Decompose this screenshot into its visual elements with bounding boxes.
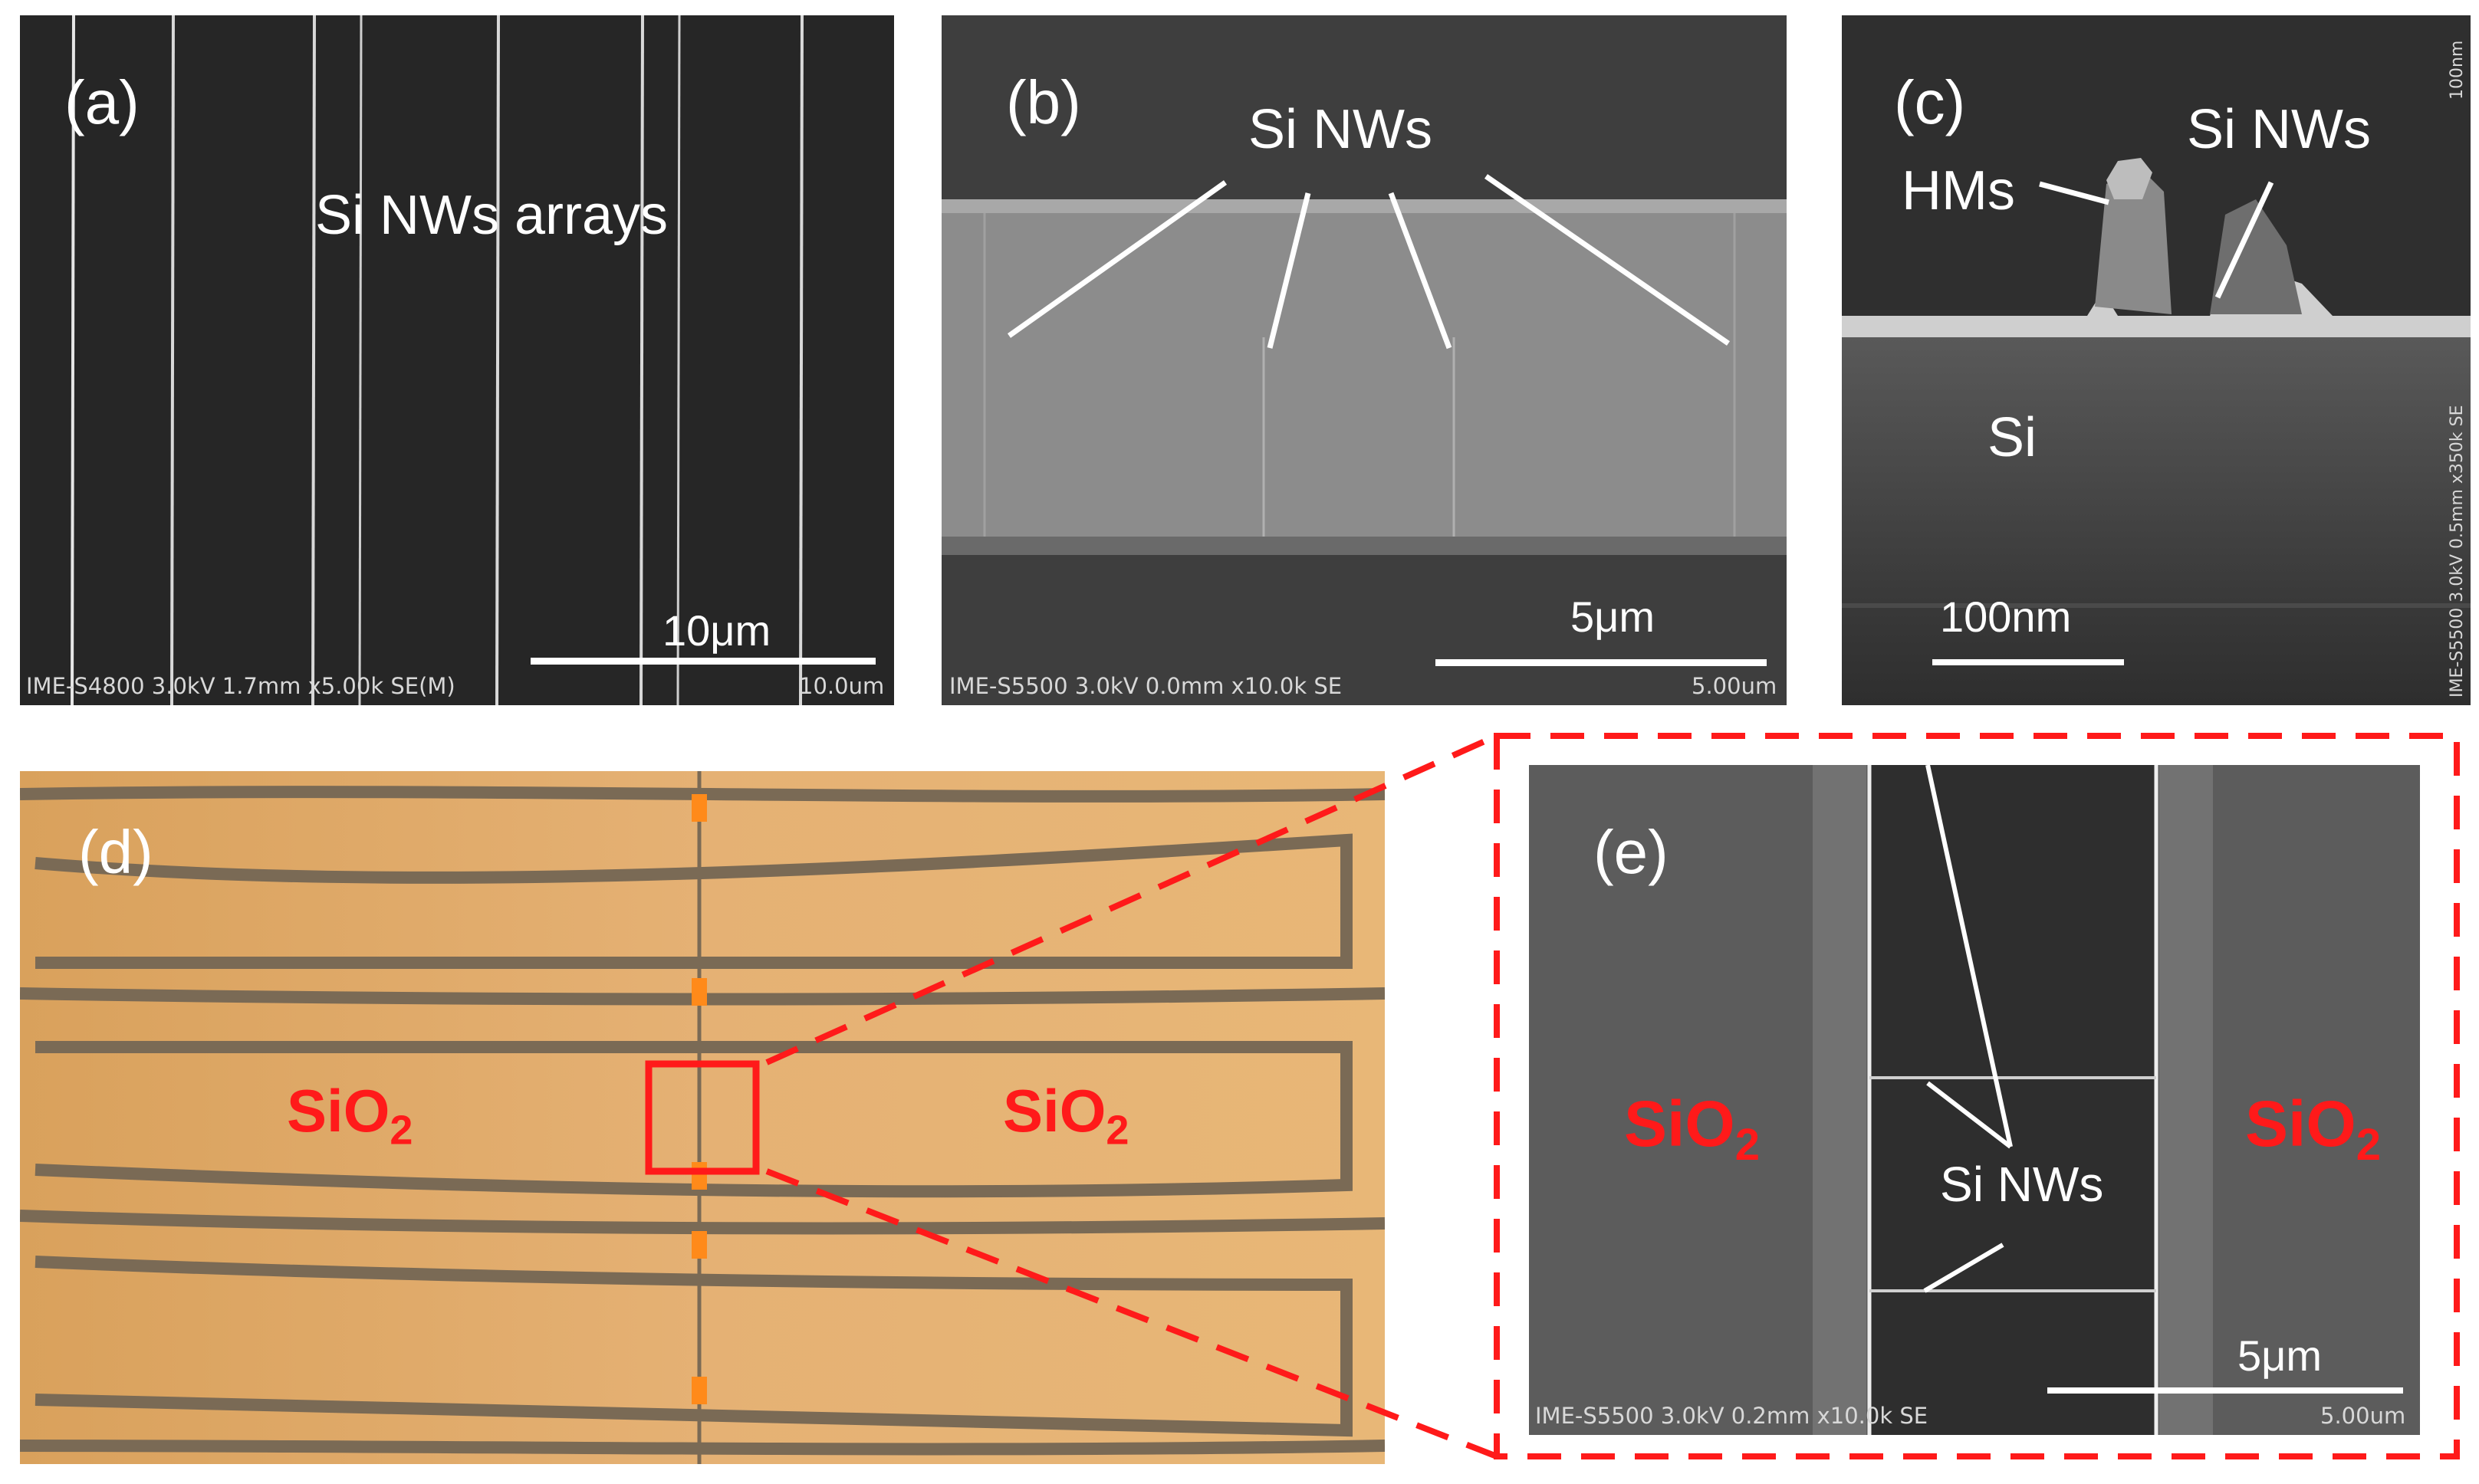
sio2-left-label: SiO2 <box>287 1076 413 1154</box>
scale-bar <box>2047 1387 2403 1394</box>
sem-metadata-scale: 5.00um <box>2320 1403 2406 1429</box>
bottom-dark-band <box>942 537 1787 555</box>
center-channel <box>1869 765 2156 1435</box>
cross-section <box>1842 158 2471 608</box>
sio2-text: SiO <box>1003 1077 1106 1144</box>
panel-d-optical-image: (d) SiO2 SiO2 <box>20 771 1385 1464</box>
scale-bar <box>1932 659 2124 665</box>
panel-c-sem-image: (c) Si NWs HMs Si 100nm IME-S5500 3.0kV … <box>1842 15 2471 705</box>
panel-a-letter: (a) <box>64 68 140 136</box>
left-electrode-edge <box>1813 765 1866 1435</box>
nanowire-lines <box>71 15 804 705</box>
si-nws-arrays-label: Si NWs arrays <box>315 185 669 246</box>
sem-metadata: IME-S4800 3.0kV 1.7mm x5.00k SE(M) <box>26 673 455 699</box>
panel-e-sem-image: (e) Si NWs SiO2 SiO2 5μm IME-S5500 3.0kV… <box>1529 765 2420 1435</box>
scale-bar-label: 5μm <box>2237 1331 2323 1380</box>
sio2-right-label: SiO2 <box>2245 1087 2381 1170</box>
sio2-text: SiO <box>287 1077 390 1144</box>
scale-bar <box>1435 659 1767 666</box>
sio2-subscript: 2 <box>2356 1119 2381 1170</box>
sio2-subscript: 2 <box>1106 1107 1129 1154</box>
scale-bar-label: 5μm <box>1570 593 1655 641</box>
si-nws-label: Si NWs <box>2187 99 2371 160</box>
sem-metadata-scale: 5.00um <box>1692 673 1777 699</box>
right-electrode-edge <box>2159 765 2213 1435</box>
panel-d-letter: (d) <box>78 818 153 886</box>
sio2-right-label: SiO2 <box>1003 1076 1129 1154</box>
sio2-subscript: 2 <box>1734 1119 1760 1170</box>
sem-features <box>1867 765 2158 1435</box>
sio2-text: SiO <box>2245 1088 2356 1160</box>
oxide-band <box>942 199 1787 553</box>
oxide-band-highlight <box>942 199 1787 213</box>
sem-metadata-vertical: IME-S5500 3.0kV 0.5mm x350k SE <box>2448 405 2467 698</box>
scale-bar-label: 100nm <box>1940 593 2072 641</box>
sem-metadata-top: 100nm <box>2448 40 2467 100</box>
sio2-subscript: 2 <box>390 1107 413 1154</box>
sio2-left-label: SiO2 <box>1624 1087 1760 1170</box>
panel-e-letter: (e) <box>1593 818 1669 886</box>
annotation-lines <box>983 174 1736 537</box>
si-nws-label: Si NWs <box>1248 99 1432 160</box>
panel-a-sem-image: (a) Si NWs arrays 10μm IME-S4800 3.0kV 1… <box>20 15 894 705</box>
si-substrate-label: Si <box>1987 407 2037 468</box>
selection-box <box>645 1060 760 1175</box>
scale-bar-label: 10μm <box>662 606 771 655</box>
sem-metadata-scale: 10.0um <box>799 673 885 699</box>
panel-b-letter: (b) <box>1006 68 1081 136</box>
si-nws-label: Si NWs <box>1940 1157 2104 1212</box>
sem-metadata: IME-S5500 3.0kV 0.0mm x10.0k SE <box>949 673 1343 699</box>
sem-metadata: IME-S5500 3.0kV 0.2mm x10.0k SE <box>1535 1403 1928 1429</box>
panel-c-letter: (c) <box>1894 68 1966 136</box>
scale-bar <box>531 658 876 665</box>
si-substrate <box>1842 330 2471 705</box>
panel-b-sem-image: (b) Si NWs 5μm IME-S5500 3.0kV 0.0mm x10… <box>942 15 1787 705</box>
sio2-text: SiO <box>1624 1088 1735 1160</box>
hms-label: HMs <box>1902 160 2015 222</box>
electrode-pattern <box>20 771 1385 1464</box>
